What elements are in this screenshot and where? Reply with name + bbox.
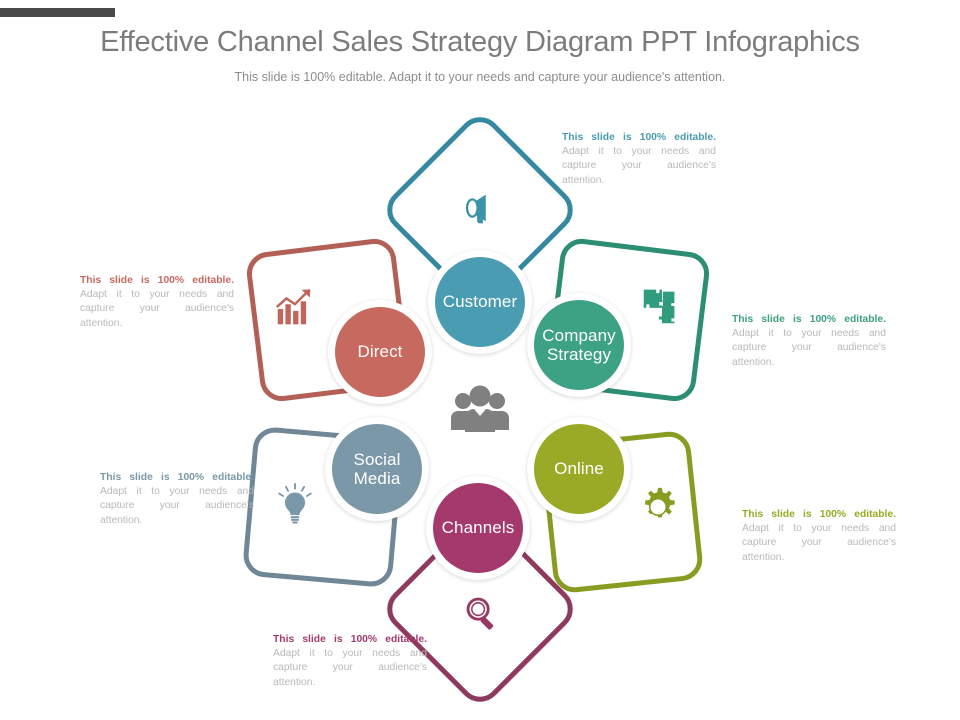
node-channels[interactable]: Channels — [426, 476, 530, 580]
desc-channels: This slide is 100% editable. Adapt it to… — [273, 633, 427, 690]
desc-social-media: This slide is 100% editable. Adapt it to… — [100, 471, 254, 528]
node-customer[interactable]: Customer — [428, 250, 532, 354]
desc-channels-body: Adapt it to your needs and capture your … — [273, 648, 427, 688]
desc-social-media-body: Adapt it to your needs and capture your … — [100, 486, 254, 526]
page-title: Effective Channel Sales Strategy Diagram… — [100, 26, 860, 58]
node-direct[interactable]: Direct — [328, 300, 432, 404]
desc-company-strategy-body: Adapt it to your needs and capture your … — [732, 328, 886, 368]
desc-direct: This slide is 100% editable. Adapt it to… — [80, 274, 234, 331]
puzzle-icon — [638, 282, 684, 328]
node-company-strategy-label: Company Strategy — [542, 325, 616, 364]
page-subtitle: This slide is 100% editable. Adapt it to… — [234, 70, 726, 84]
gear-icon — [635, 484, 681, 530]
desc-customer: This slide is 100% editable. Adapt it to… — [562, 131, 716, 188]
node-channels-label: Channels — [441, 518, 515, 538]
node-online[interactable]: Online — [527, 417, 631, 521]
channel-sales-diagram: Customer Company Strategy Online Channel… — [0, 100, 960, 720]
desc-company-strategy-lead: This slide is 100% editable. — [732, 314, 886, 325]
desc-channels-lead: This slide is 100% editable. — [273, 634, 427, 645]
desc-direct-lead: This slide is 100% editable. — [80, 275, 234, 286]
node-company-strategy[interactable]: Company Strategy — [527, 293, 631, 397]
lightbulb-icon — [272, 482, 318, 528]
node-customer-label: Customer — [442, 292, 518, 312]
bar-chart-up-icon — [272, 286, 318, 332]
node-online-label: Online — [554, 459, 604, 479]
desc-online-body: Adapt it to your needs and capture your … — [742, 523, 896, 563]
desc-direct-body: Adapt it to your needs and capture your … — [80, 289, 234, 329]
accent-bar — [0, 8, 115, 17]
people-group-icon — [449, 382, 511, 434]
node-social-media-label: Social Media — [353, 449, 401, 488]
desc-online-lead: This slide is 100% editable. — [742, 509, 896, 520]
node-social-media[interactable]: Social Media — [325, 417, 429, 521]
desc-customer-lead: This slide is 100% editable. — [562, 132, 716, 143]
desc-social-media-lead: This slide is 100% editable. — [100, 472, 254, 483]
megaphone-icon — [457, 185, 503, 231]
node-direct-label: Direct — [357, 342, 403, 362]
desc-customer-body: Adapt it to your needs and capture your … — [562, 146, 716, 186]
desc-company-strategy: This slide is 100% editable. Adapt it to… — [732, 313, 886, 370]
magnifier-icon — [458, 589, 504, 635]
desc-online: This slide is 100% editable. Adapt it to… — [742, 508, 896, 565]
